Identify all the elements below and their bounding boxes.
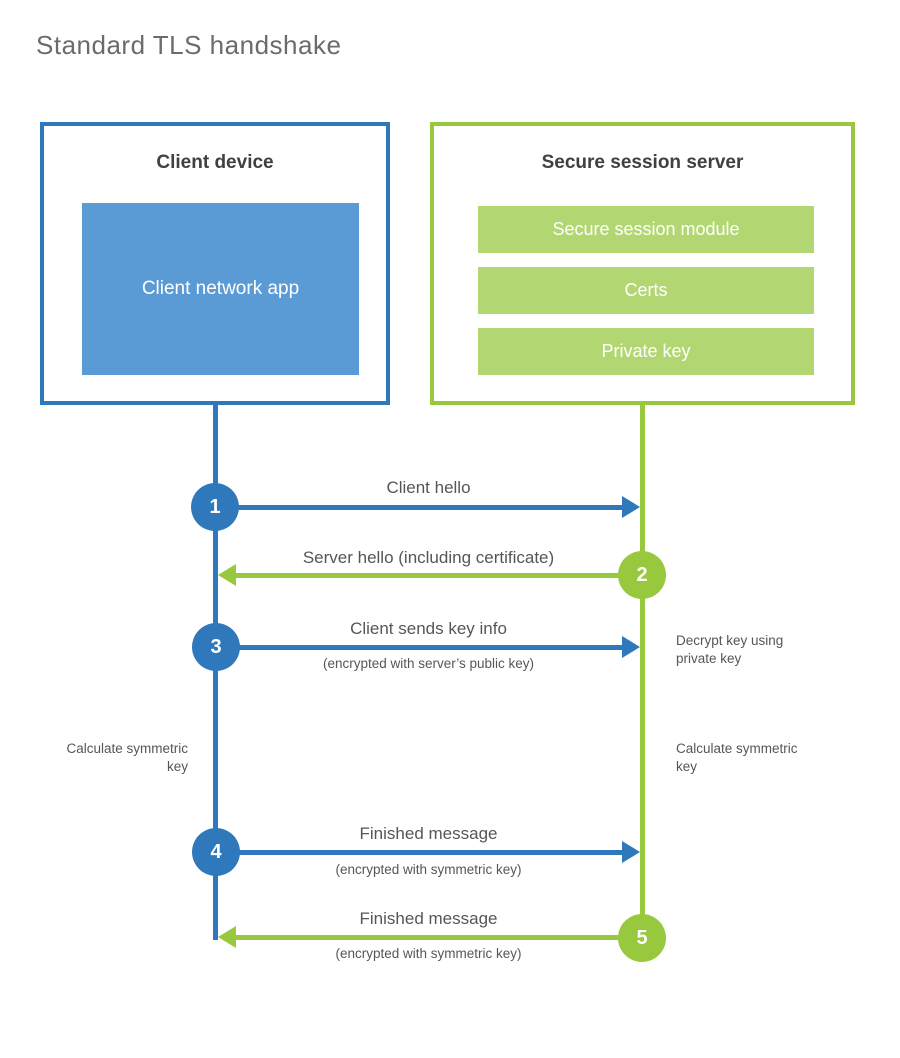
step-3-arrow-line bbox=[215, 645, 624, 650]
note-calculate-symmetric-key-server: Calculate symmetric key bbox=[676, 741, 798, 774]
note-decrypt-key: Decrypt key using private key bbox=[676, 633, 784, 666]
step-3-label: Client sends key info bbox=[350, 619, 507, 638]
client-network-app-label: Client network app bbox=[141, 277, 300, 299]
certs-bar: Certs bbox=[478, 267, 814, 314]
client-device-title: Client device bbox=[156, 152, 274, 173]
step-1-circle: 1 bbox=[191, 483, 239, 531]
step-4-circle: 4 bbox=[192, 828, 240, 876]
step-1-arrow-line bbox=[215, 505, 624, 510]
client-lifeline bbox=[213, 405, 218, 940]
step-4-arrowhead-icon bbox=[622, 841, 640, 863]
secure-session-module-bar: Secure session module bbox=[478, 206, 814, 253]
step-5-sublabel: (encrypted with symmetric key) bbox=[335, 946, 522, 961]
page-title: Standard TLS handshake bbox=[36, 30, 342, 60]
step-1-label: Client hello bbox=[386, 478, 471, 497]
step-2-label: Server hello (including certificate) bbox=[302, 548, 555, 567]
step-4-arrow-line bbox=[215, 850, 624, 855]
step-4-label: Finished message bbox=[359, 824, 498, 843]
step-2-arrowhead-icon bbox=[218, 564, 236, 586]
server-title: Secure session server bbox=[541, 152, 744, 173]
step-5-circle: 5 bbox=[618, 914, 666, 962]
client-network-app-box: Client network app bbox=[82, 203, 359, 375]
step-3-circle: 3 bbox=[192, 623, 240, 671]
step-3-arrowhead-icon bbox=[622, 636, 640, 658]
step-1-arrowhead-icon bbox=[622, 496, 640, 518]
step-5-label: Finished message bbox=[359, 909, 498, 928]
step-2-circle: 2 bbox=[618, 551, 666, 599]
step-2-arrow-line bbox=[234, 573, 644, 578]
step-5-arrowhead-icon bbox=[218, 926, 236, 948]
step-4-sublabel: (encrypted with symmetric key) bbox=[335, 862, 522, 877]
private-key-bar: Private key bbox=[478, 328, 814, 375]
note-calculate-symmetric-key-client: Calculate symmetric key bbox=[66, 741, 188, 774]
step-5-arrow-line bbox=[234, 935, 644, 940]
step-3-sublabel: (encrypted with server’s public key) bbox=[322, 656, 535, 671]
server-lifeline bbox=[640, 405, 645, 938]
server-box: Secure session server Secure session mod… bbox=[430, 122, 855, 405]
client-device-box: Client device Client network app bbox=[40, 122, 390, 405]
